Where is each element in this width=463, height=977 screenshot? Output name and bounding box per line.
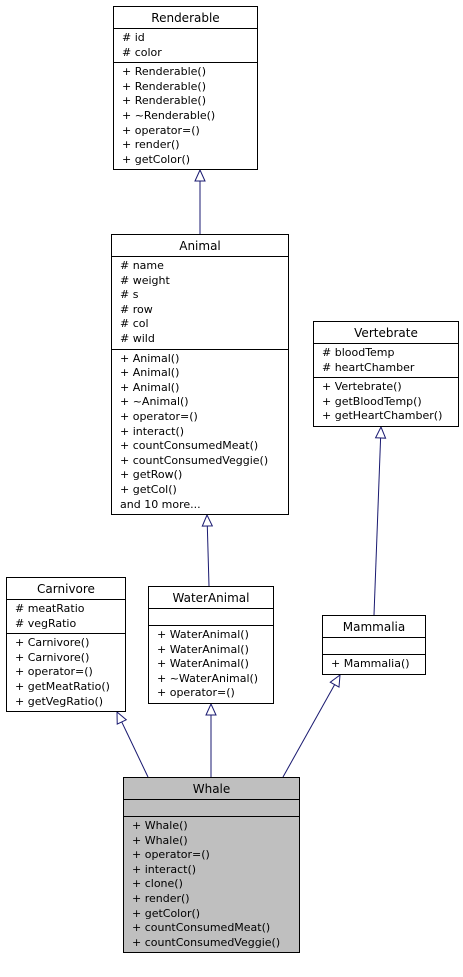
attribute-item: # meatRatio [15,602,85,615]
method-item: + operator=() [132,848,210,862]
methods-section: + Mammalia() [323,655,425,674]
inheritance-arrowhead-whale-mammalia [329,673,341,688]
method-item: + getRow() [120,468,183,482]
attributes-section [323,638,425,655]
method-item: + WaterAnimal() [157,657,249,671]
class-whale[interactable]: Whale + Whale()+ Whale()+ operator=()+ i… [123,777,300,954]
attribute-item: # s [120,288,139,302]
method-item: + operator=() [157,686,235,700]
class-vertebrate[interactable]: Vertebrate # bloodTemp# heartChamber + V… [313,321,459,427]
attribute-item: # vegRatio [15,616,77,630]
attribute-item: # id [122,31,145,44]
method-item: + Renderable() [122,79,207,93]
attribute-item: # bloodTemp [322,346,395,359]
method-item: + interact() [120,424,185,438]
attribute-item: # name [120,259,164,272]
method-item: + getColor() [122,152,191,166]
method-item: + ~Renderable() [122,108,216,122]
method-item: + getVegRatio() [15,694,104,708]
edge-layer [116,168,387,778]
method-item: + Whale() [132,833,188,847]
class-name-vertebrate: Vertebrate [314,322,458,344]
methods-section: + Whale()+ Whale()+ operator=()+ interac… [124,817,299,952]
class-wateranimal[interactable]: WaterAnimal + WaterAnimal()+ WaterAnimal… [148,586,274,704]
class-name-whale: Whale [124,778,299,800]
method-item: + countConsumedMeat() [120,439,259,453]
method-item: + getHeartChamber() [322,409,443,423]
attribute-item: # col [120,317,149,331]
method-item: + operator=() [122,123,200,137]
method-item: + Animal() [120,380,180,394]
attributes-section: # bloodTemp# heartChamber [314,344,458,379]
inheritance-arrowhead-mammalia-vertebrate [374,425,387,439]
inheritance-line-whale-mammalia [282,684,336,778]
attribute-item: # color [122,45,162,59]
attributes-section: # meatRatio# vegRatio [7,600,125,635]
method-item: + WaterAnimal() [157,642,249,656]
method-item: + Vertebrate() [322,380,402,394]
method-item: + Carnivore() [15,636,90,650]
attributes-section: # id# color [114,29,257,64]
method-item: + getColor() [132,906,201,920]
inheritance-arrowhead-animal-renderable [194,168,206,182]
method-item: + render() [132,891,190,905]
class-mammalia[interactable]: Mammalia + Mammalia() [322,615,426,675]
class-carnivore[interactable]: Carnivore # meatRatio# vegRatio + Carniv… [6,577,126,713]
method-item: + getCol() [120,482,177,496]
methods-section: + WaterAnimal()+ WaterAnimal()+ WaterAni… [149,626,273,703]
method-item: + clone() [132,877,183,891]
inheritance-arrowhead-whale-wateranimal [205,702,217,716]
method-item: + Mammalia() [331,657,410,670]
inheritance-line-whale-carnivore [121,721,149,778]
class-name-wateranimal: WaterAnimal [149,587,273,609]
inheritance-line-wateranimal-animal [206,525,210,587]
method-item: + operator=() [120,409,198,423]
class-name-animal: Animal [112,235,288,257]
attribute-item: # weight [120,273,170,287]
class-name-carnivore: Carnivore [7,578,125,600]
method-item: + getBloodTemp() [322,394,422,408]
attribute-item: # row [120,302,153,316]
class-name-mammalia: Mammalia [323,616,425,638]
class-name-renderable: Renderable [114,7,257,29]
class-animal[interactable]: Animal # name# weight# s# row# col# wild… [111,234,289,516]
method-item: + operator=() [15,665,93,679]
attribute-item: # wild [120,331,155,345]
class-renderable[interactable]: Renderable # id# color + Renderable()+ R… [113,6,258,171]
method-item: + Animal() [120,351,180,365]
method-item: + WaterAnimal() [157,628,249,641]
method-item: and 10 more... [120,497,201,511]
method-item: + ~Animal() [120,395,189,409]
attributes-section: # name# weight# s# row# col# wild [112,257,288,350]
methods-section: + Animal()+ Animal()+ Animal()+ ~Animal(… [112,350,288,515]
inheritance-arrowhead-wateranimal-animal [201,513,214,527]
attributes-section [149,609,273,626]
method-item: + Whale() [132,819,188,832]
method-item: + countConsumedMeat() [132,921,271,935]
methods-section: + Vertebrate()+ getBloodTemp()+ getHeart… [314,378,458,426]
inheritance-line-mammalia-vertebrate [373,437,382,616]
attributes-section [124,800,299,817]
methods-section: + Renderable()+ Renderable()+ Renderable… [114,63,257,169]
inheritance-arrowhead-whale-carnivore [116,710,128,725]
methods-section: + Carnivore()+ Carnivore()+ operator=()+… [7,634,125,711]
method-item: + getMeatRatio() [15,679,110,693]
method-item: + countConsumedVeggie() [120,453,269,467]
method-item: + ~WaterAnimal() [157,671,259,685]
method-item: + Renderable() [122,65,207,79]
method-item: + render() [122,138,180,152]
attribute-item: # heartChamber [322,360,415,374]
method-item: + Animal() [120,366,180,380]
method-item: + countConsumedVeggie() [132,935,281,949]
method-item: + interact() [132,862,197,876]
method-item: + Carnivore() [15,650,90,664]
method-item: + Renderable() [122,94,207,108]
